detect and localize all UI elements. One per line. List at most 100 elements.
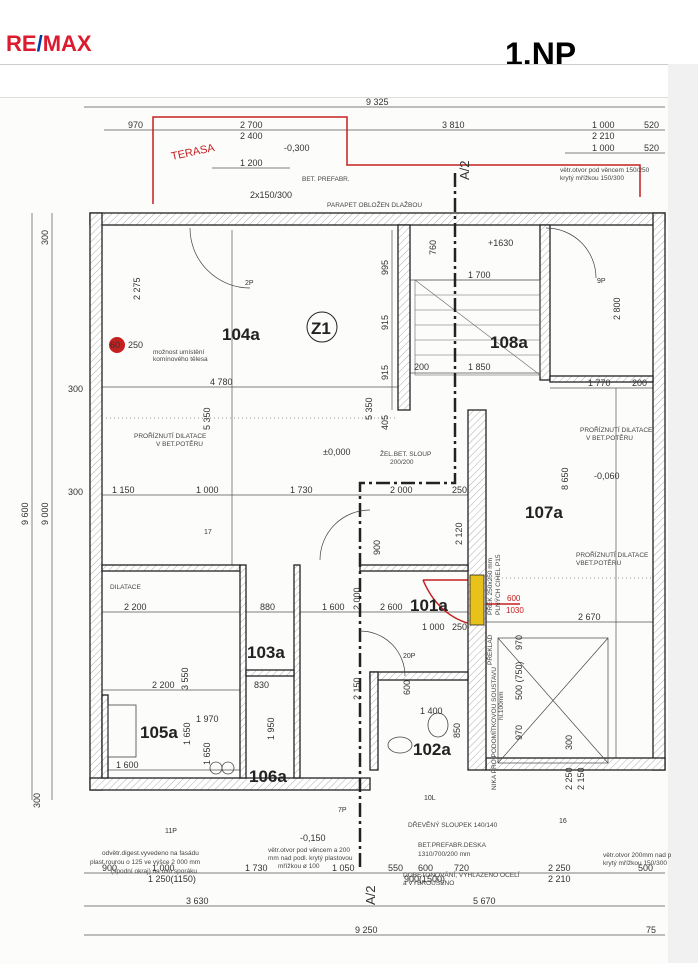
interior-dimension: 1 970: [196, 714, 219, 724]
interior-dimension: 500 (750): [514, 661, 524, 700]
interior-dimension: 5 350: [202, 407, 212, 430]
note-vent-right-2: krytý mřížkou 150/300: [603, 860, 667, 867]
note-finish-2: a VYBROUŠENO: [403, 878, 454, 887]
dim-top: 2 700: [240, 120, 263, 130]
interior-dimension: 2 150: [576, 767, 586, 790]
dim-top: 520: [644, 120, 659, 130]
interior-dimension: 1 150: [112, 485, 135, 495]
door-tags: 2P 9P 17 20P 10L 7P 11P 16: [165, 278, 606, 835]
dilatation-lines: [102, 417, 653, 579]
note-dilatation-3a: PROŘÍZNUTÍ DILATACE: [576, 550, 649, 559]
dim-bottom-mid: 5 670: [473, 896, 496, 906]
dim-bottom: 720: [454, 863, 469, 873]
room-107a: 107a: [525, 503, 563, 522]
note-slab-1: BET.PREFABR.DESKA: [418, 842, 487, 849]
note-chimney-2: komínového tělesa: [153, 356, 208, 363]
door-tag: 7P: [338, 807, 347, 814]
interior-dimension: 1 950: [266, 717, 276, 740]
dim-left: 300: [32, 793, 42, 808]
note-vent-top-2: krytý mřížkou 150/300: [560, 175, 624, 182]
walls: [89, 212, 666, 791]
interior-dimension: 200: [414, 362, 429, 372]
dim-bottom: 1 050: [332, 863, 355, 873]
dim-bottom: 500: [638, 863, 653, 873]
dim-top2: 2 400: [240, 131, 263, 141]
room-z1: Z1: [311, 319, 331, 338]
section-label-top: A/2: [457, 160, 472, 180]
door-tag: 11P: [165, 828, 177, 835]
interior-dimension: 2 670: [578, 612, 601, 622]
interior-dimension: 1 770: [588, 378, 611, 388]
level-bottom: -0,150: [300, 833, 326, 843]
room-102a: 102a: [413, 740, 451, 759]
page-margin: [668, 64, 698, 963]
dim-top: 970: [128, 120, 143, 130]
interior-dimension: 1 600: [116, 760, 139, 770]
dim-left-total: 9 600: [20, 502, 30, 525]
interior-dimension: 2 200: [124, 602, 147, 612]
room-105a: 105a: [140, 723, 178, 742]
interior-dimension: 2 150: [352, 677, 362, 700]
dim-bottom2: 900(1500): [404, 874, 445, 884]
interior-dimension: 915: [380, 365, 390, 380]
dim-bottom2: 1 250(1150): [148, 874, 196, 884]
room-106a: 106a: [249, 767, 287, 786]
dim-bottom-75: 75: [646, 925, 656, 935]
interior-dimension: 250: [452, 485, 467, 495]
dim-top3: 520: [644, 143, 659, 153]
interior-dimension: 850: [452, 723, 462, 738]
interior-dimension: 5 350: [364, 397, 374, 420]
divider: [0, 64, 698, 65]
interior-dimension: 2 600: [380, 602, 403, 612]
interior-dimension: 915: [380, 315, 390, 330]
interior-dimension: 2 200: [152, 680, 175, 690]
note-niche-2: hl.100mm: [498, 691, 505, 720]
floor-plan-sheet: [0, 97, 668, 964]
red-1030: 1030: [506, 606, 524, 615]
interior-dimension: 1 000: [422, 622, 445, 632]
dim-bottom-mid: 3 630: [186, 896, 209, 906]
door-tag: 17: [204, 529, 212, 536]
note-vent-bottom-1: větr.otvor pod věncem a 200: [268, 847, 350, 854]
interior-dimension: 250: [128, 340, 143, 350]
fixtures: [107, 704, 449, 775]
interior-dimension: 760: [428, 240, 438, 255]
note-hood-1: odvětr.digest.vyvedeno na fasádu: [102, 850, 199, 857]
dim-left: 300: [68, 384, 83, 394]
dim-bottom: 1 730: [245, 863, 268, 873]
interior-dimension: 2 000: [390, 485, 413, 495]
dim-1200: 1 200: [240, 158, 263, 168]
dim-top-total: 9 325: [366, 97, 389, 107]
note-dilatation-3b: VBET.POTĚRU: [576, 558, 621, 567]
note-window: 2x150/300: [250, 190, 292, 200]
room-104a: 104a: [222, 325, 260, 344]
niche-box: [497, 637, 609, 764]
note-chimney-1: možnost umístění: [153, 349, 204, 356]
room-108a: 108a: [490, 333, 528, 352]
dim-bottom: 900: [102, 863, 117, 873]
interior-dimension: 1 850: [468, 362, 491, 372]
section-label-bottom: A/2: [363, 885, 378, 905]
dim-left: 300: [68, 487, 83, 497]
note-hood-3: (spodní okraj) na osu sporáku: [111, 868, 197, 875]
note-vent-top-1: větr.otvor pod věncem 150/250: [560, 167, 650, 174]
note-vent-bottom-2: mm nad podl. krytý plastovou: [268, 855, 353, 862]
interior-dimension: 880: [260, 602, 275, 612]
dim-left: 300: [40, 230, 50, 245]
level-right: -0,060: [594, 471, 620, 481]
interior-dimension: 2 000: [352, 587, 362, 610]
note-lintel-2: PLNÝCH CIHEL P15: [493, 554, 502, 615]
stairs: [414, 279, 541, 376]
note-dilatation-1b: V BET.POTĚRU: [156, 439, 203, 448]
red-600: 600: [507, 594, 521, 603]
interior-dimension: 200: [632, 378, 647, 388]
interior-dimension: 1 650: [202, 742, 212, 765]
floor-label: 1.NP: [505, 36, 577, 72]
dim-top2: 2 210: [592, 131, 615, 141]
door-tag: 10L: [424, 795, 436, 802]
dim-top: 3 810: [442, 120, 465, 130]
dim-top3: 1 000: [592, 143, 615, 153]
note-vent-right-1: větr.otvor 200mm nad p: [603, 852, 672, 859]
interior-dimension: 8 650: [560, 467, 570, 490]
door-tag: 16: [559, 818, 567, 825]
